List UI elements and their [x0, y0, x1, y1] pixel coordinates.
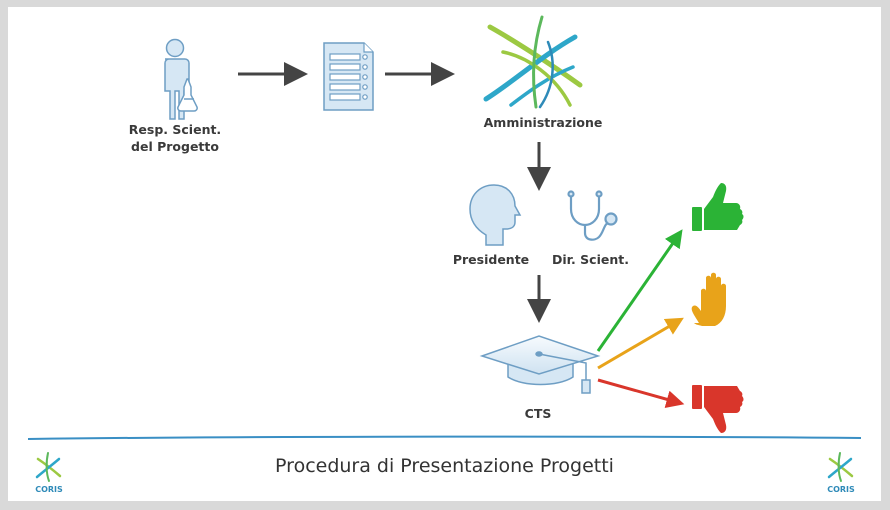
- atom-logo-icon: [483, 15, 583, 109]
- arrow-reject: [597, 378, 685, 409]
- scientist-icon: [164, 38, 198, 120]
- thumbs-up-icon: [692, 183, 744, 231]
- resp-label-line2: del Progetto: [131, 139, 219, 154]
- graduation-cap-icon: [479, 335, 601, 394]
- coris-logo-right: CORIS: [827, 452, 855, 494]
- head-profile-icon: [469, 184, 522, 246]
- slide-title: Procedura di Presentazione Progetti: [275, 455, 614, 477]
- document-list-icon: [323, 42, 374, 111]
- coris-logo-left: CORIS: [35, 452, 63, 494]
- dir-scient-label: Dir. Scient.: [552, 252, 629, 267]
- slide: CORIS CORIS Resp. Scient. del Progetto A…: [8, 7, 881, 501]
- diagram-canvas: CORIS CORIS: [27, 15, 862, 494]
- arrow-approve: [596, 229, 683, 352]
- presidente-label: Presidente: [452, 252, 530, 267]
- cts-label: CTS: [524, 406, 552, 421]
- resp-label-line1: Resp. Scient.: [128, 122, 222, 137]
- resp-label: Resp. Scient. del Progetto: [118, 121, 232, 155]
- arrow-revise: [597, 317, 684, 370]
- thumbs-down-icon: [692, 385, 744, 433]
- svg-text:CORIS: CORIS: [827, 485, 855, 494]
- stethoscope-icon: [567, 190, 618, 241]
- amministrazione-label: Amministrazione: [483, 115, 603, 130]
- footer-divider: [27, 435, 862, 440]
- raised-hand-icon: [691, 272, 726, 326]
- svg-text:CORIS: CORIS: [35, 485, 63, 494]
